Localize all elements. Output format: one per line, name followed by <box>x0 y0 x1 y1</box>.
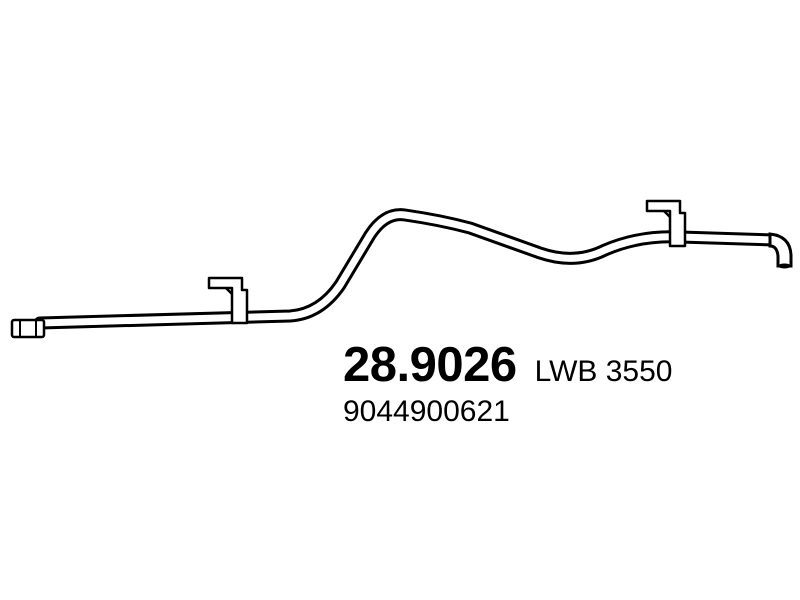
pipe-outline <box>33 208 782 330</box>
part-label-row: 28.9026 LWB 3550 <box>343 341 672 390</box>
variant-label: LWB 3550 <box>534 355 673 388</box>
pipe-core <box>36 211 779 327</box>
oem-reference-number: 9044900621 <box>343 395 510 428</box>
mounting-bracket-right <box>645 199 687 248</box>
mounting-bracket-left <box>207 276 249 325</box>
pipe-inlet-clamp <box>10 318 46 339</box>
part-number: 28.9026 <box>343 338 517 392</box>
pipe-outlet-end <box>768 232 793 269</box>
pipe-body <box>33 208 782 330</box>
